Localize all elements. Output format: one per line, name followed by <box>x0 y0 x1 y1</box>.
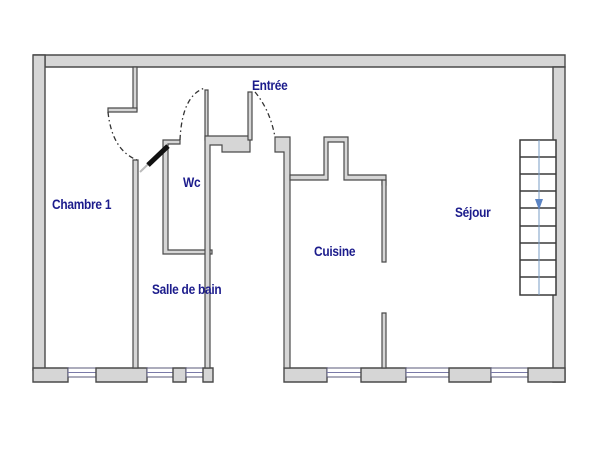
door-swing-entree <box>254 91 276 138</box>
room-label-chambre-1: Chambre 1 <box>52 196 112 212</box>
outer-walls <box>32 54 566 383</box>
bottom-wall <box>32 367 566 383</box>
room-label-salle-de-bain: Salle de bain <box>152 281 222 297</box>
room-label-sejour: Séjour <box>455 204 491 220</box>
stairs <box>519 139 557 296</box>
stair-arrow-icon <box>535 199 543 210</box>
interior-walls <box>107 66 387 369</box>
room-label-entree: Entrée <box>252 77 288 93</box>
room-label-wc: Wc <box>183 174 201 190</box>
door-leaf-sdb <box>146 144 170 167</box>
room-label-cuisine: Cuisine <box>314 243 356 259</box>
door-swing-wc <box>179 87 206 141</box>
doors <box>107 87 276 173</box>
door-swing-chambre <box>107 111 138 161</box>
